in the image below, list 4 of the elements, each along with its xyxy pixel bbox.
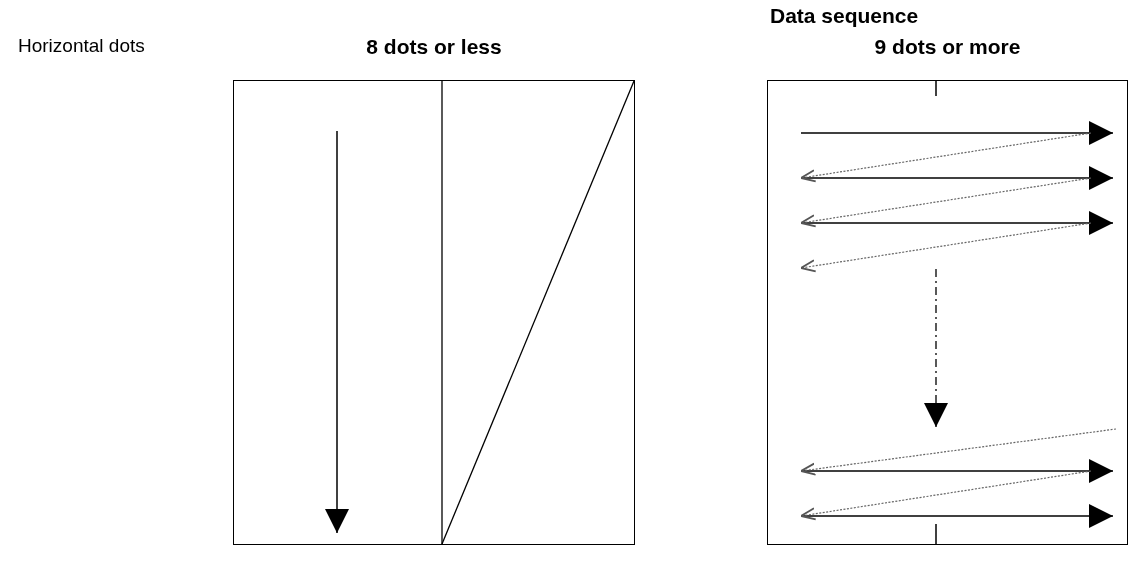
column-heading: 8 dots or less: [366, 35, 502, 59]
column-heading: 9 dots or more: [874, 35, 1021, 59]
column-heading: Data sequence: [770, 4, 919, 28]
row-heading: Horizontal dots: [18, 35, 145, 57]
